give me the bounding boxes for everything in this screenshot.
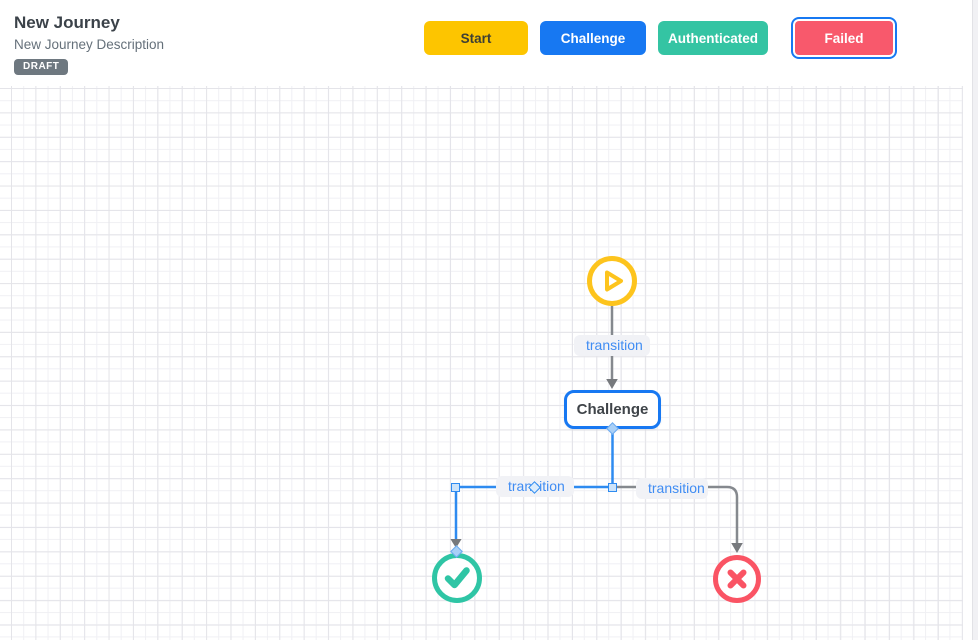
edges-layer <box>450 306 743 553</box>
vertical-scrollbar[interactable] <box>972 0 978 640</box>
arrowhead-to-failed <box>731 543 743 553</box>
authenticated-button[interactable]: Authenticated <box>658 21 769 55</box>
arrowhead-to-success <box>450 539 462 548</box>
challenge-button[interactable]: Challenge <box>540 21 646 55</box>
edge-challenge-failed[interactable] <box>617 485 739 544</box>
failed-button-selected[interactable]: Failed <box>795 21 894 55</box>
start-button[interactable]: Start <box>424 21 528 55</box>
edge-label-start-challenge[interactable]: transition <box>574 335 650 356</box>
failed-node[interactable] <box>713 555 761 603</box>
state-toolbar: Start Challenge Authenticated Failed <box>424 21 894 55</box>
journey-canvas[interactable]: transition transition transition Challen… <box>0 86 963 640</box>
edge-label-challenge-failed[interactable]: transition <box>636 478 708 499</box>
header: New Journey New Journey Description DRAF… <box>0 0 978 86</box>
page-subtitle: New Journey Description <box>14 37 165 52</box>
challenge-node-label: Challenge <box>576 401 649 418</box>
play-icon <box>605 270 623 292</box>
arrowhead-to-challenge <box>606 379 618 389</box>
x-icon <box>727 569 747 589</box>
start-node[interactable] <box>587 256 637 306</box>
page-title: New Journey <box>14 13 120 32</box>
status-badge: DRAFT <box>14 59 69 75</box>
edge-corner-handle-right[interactable] <box>608 482 617 492</box>
authenticated-node[interactable] <box>432 553 482 603</box>
check-icon <box>444 567 470 589</box>
edge-corner-handle-left[interactable] <box>451 482 460 492</box>
